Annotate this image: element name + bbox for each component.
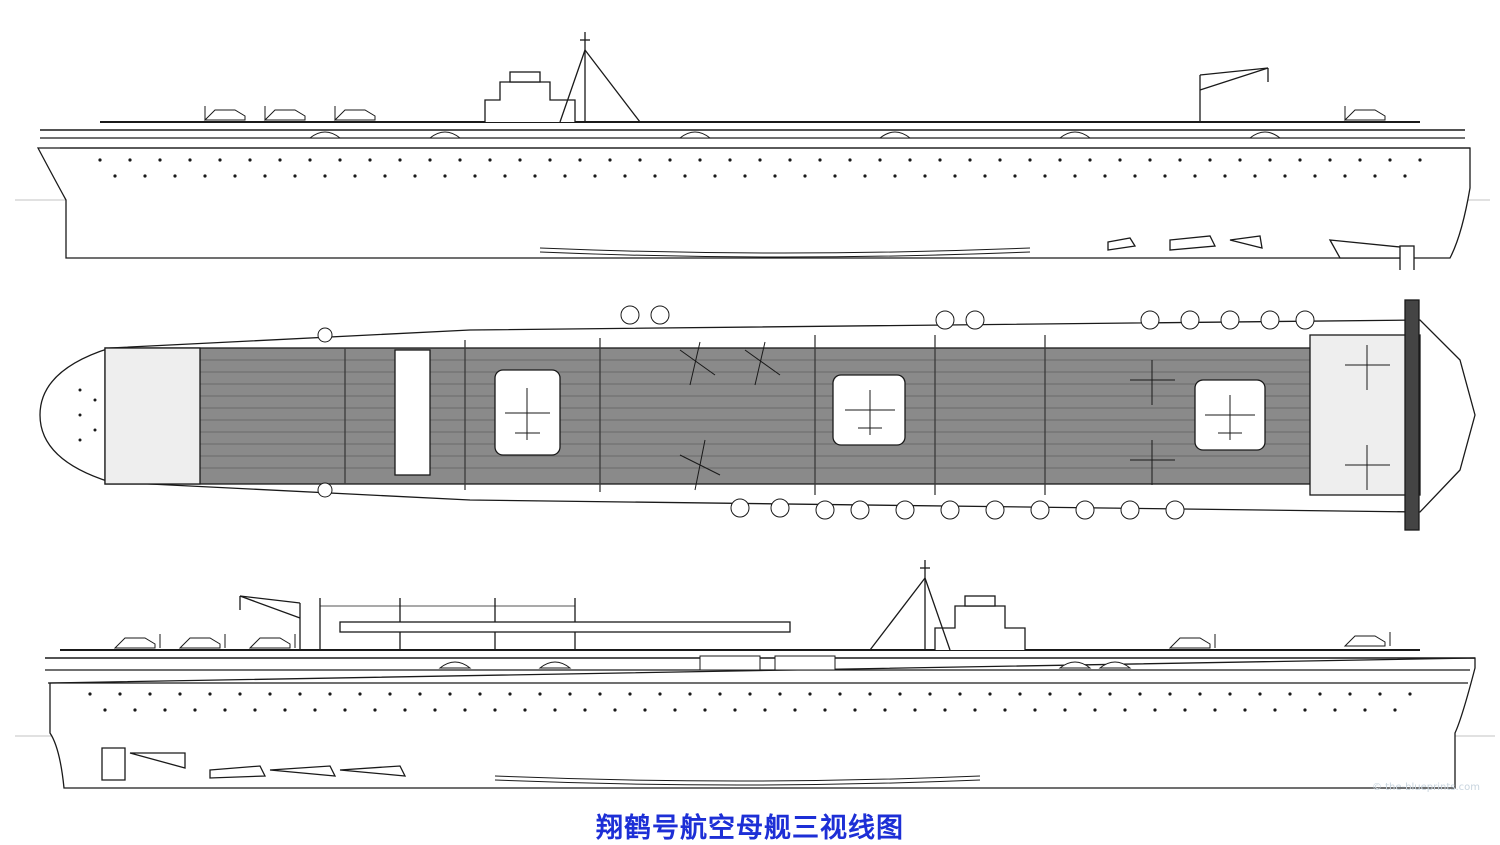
diagram-caption: 翔鹤号航空母舰三视线图 [596,813,904,844]
side-view-starboard [0,20,1500,270]
watermark: © the-blueprints.com [1371,782,1480,793]
starboard-profile-drawing [15,32,1490,270]
top-view [0,290,1500,540]
port-profile-drawing [15,560,1495,789]
side-view-port [0,558,1500,798]
plan-view-drawing [39,299,1476,531]
